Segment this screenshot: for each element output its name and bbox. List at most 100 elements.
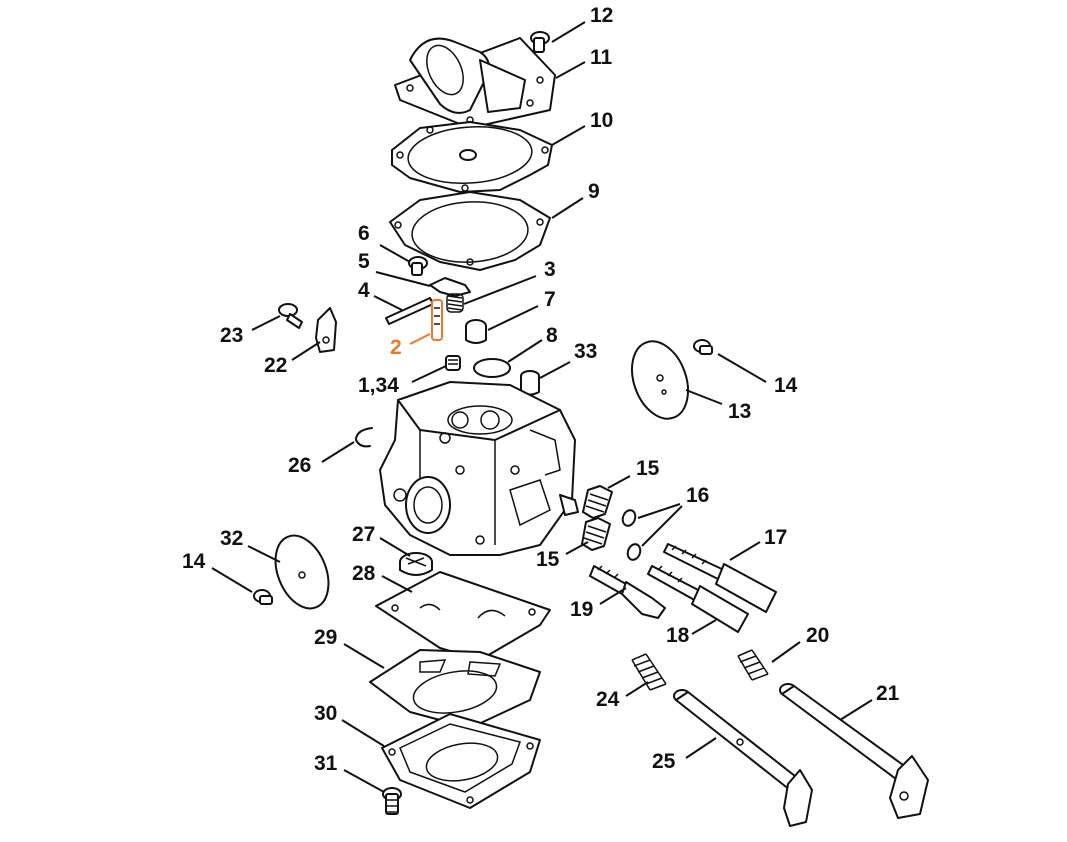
part-19-adjusting-screw[interactable] [589,565,666,619]
label-10[interactable]: 10 [590,109,613,132]
label-20[interactable]: 20 [806,624,829,647]
part-17-adjusting-screw[interactable] [663,543,777,613]
leader-28 [381,575,413,593]
label-3[interactable]: 3 [544,258,556,281]
part-20-spring[interactable] [737,649,769,681]
part-25-throttle-shaft[interactable] [673,689,813,827]
label-23[interactable]: 23 [220,324,243,347]
leader-9 [551,197,584,219]
part-29-diaphragm[interactable] [369,649,541,729]
leader-4 [373,295,403,311]
label-2[interactable]: 2 [390,336,402,359]
part-labels: 12 11 10 9 6 5 3 4 7 23 22 2 8 33 1,34 1… [182,4,900,775]
leader-23 [251,315,281,331]
part-23-screw[interactable] [278,303,303,329]
leader-26 [321,441,355,463]
leader-27 [379,537,411,557]
leader-6 [379,244,411,263]
leader-8 [507,339,543,363]
part-16-o-ring-upper[interactable] [621,508,638,527]
label-29[interactable]: 29 [314,626,337,649]
leader-29 [343,643,385,669]
leader-15b [565,541,589,555]
part-32-choke-shutter[interactable] [266,528,339,616]
leader-25 [685,737,717,759]
part-14-screw-lower[interactable] [253,589,273,605]
label-5[interactable]: 5 [358,250,370,273]
part-8-disc[interactable] [473,358,511,378]
leader-16a [637,503,681,519]
leader-14a [717,353,767,383]
part-1-34-seat[interactable] [445,355,461,371]
leader-21 [839,699,873,721]
label-1-34[interactable]: 1,34 [358,374,399,397]
label-16[interactable]: 16 [686,484,709,507]
label-6[interactable]: 6 [358,222,370,245]
label-31[interactable]: 31 [314,752,338,775]
leader-11 [555,61,586,79]
label-9[interactable]: 9 [588,180,600,203]
label-11[interactable]: 11 [590,46,613,69]
leader-12 [551,21,586,43]
label-7[interactable]: 7 [544,288,556,311]
part-16-o-ring-lower[interactable] [626,542,643,561]
leader-20 [771,641,801,663]
leader-lines [211,21,873,793]
part-3-spring[interactable] [446,293,464,313]
leader-19 [599,587,627,605]
label-25[interactable]: 25 [652,750,676,773]
label-19[interactable]: 19 [570,598,593,621]
leader-15a [607,475,631,489]
leader-2 [409,333,431,345]
part-31-screw[interactable] [382,787,402,815]
leader-13 [685,389,723,405]
label-26[interactable]: 26 [288,454,311,477]
label-4[interactable]: 4 [358,279,370,302]
part-21-choke-shaft[interactable] [779,683,929,819]
part-26-clip[interactable] [355,427,373,448]
label-27[interactable]: 27 [352,523,375,546]
part-18-adjusting-screw[interactable] [647,565,749,633]
part-22-bracket[interactable] [315,307,337,353]
label-14-lower[interactable]: 14 [182,550,206,573]
label-30[interactable]: 30 [314,702,337,725]
part-10-pump-diaphragm[interactable] [391,121,553,193]
part-9-gasket[interactable] [389,191,551,271]
label-12[interactable]: 12 [590,4,613,27]
part-27-strainer[interactable] [399,552,433,576]
label-21[interactable]: 21 [876,682,900,705]
part-12-screw[interactable] [530,31,550,53]
part-15-spring-lower[interactable] [581,517,611,551]
label-24[interactable]: 24 [596,688,620,711]
leader-10 [551,125,586,146]
label-28[interactable]: 28 [352,562,376,585]
leader-18 [691,619,717,635]
part-24-spring[interactable] [631,653,667,691]
part-15-spring-upper[interactable] [582,485,613,519]
label-8[interactable]: 8 [546,324,558,347]
label-32[interactable]: 32 [220,527,243,550]
leader-30 [341,719,385,747]
label-13[interactable]: 13 [728,400,751,423]
part-2-inlet-needle[interactable] [431,299,443,341]
label-15-upper[interactable]: 15 [636,457,660,480]
part-30-cover[interactable] [381,713,541,809]
leader-16b [641,505,683,547]
label-18[interactable]: 18 [666,624,690,647]
label-33[interactable]: 33 [574,340,597,363]
leader-3 [463,275,537,305]
part-13-throttle-shutter[interactable] [622,334,698,427]
part-5-lever[interactable] [429,277,471,297]
part-4-pin[interactable] [385,297,434,325]
part-28-gasket[interactable] [375,571,551,661]
leader-33 [539,361,571,379]
label-17[interactable]: 17 [764,526,787,549]
part-6-screw[interactable] [408,256,428,276]
part-7-cap[interactable] [465,319,487,344]
part-11-pump-cover[interactable] [394,37,556,129]
label-22[interactable]: 22 [264,354,287,377]
label-15-lower[interactable]: 15 [536,548,560,571]
part-14-screw-upper[interactable] [693,339,713,355]
label-14-upper[interactable]: 14 [774,374,798,397]
